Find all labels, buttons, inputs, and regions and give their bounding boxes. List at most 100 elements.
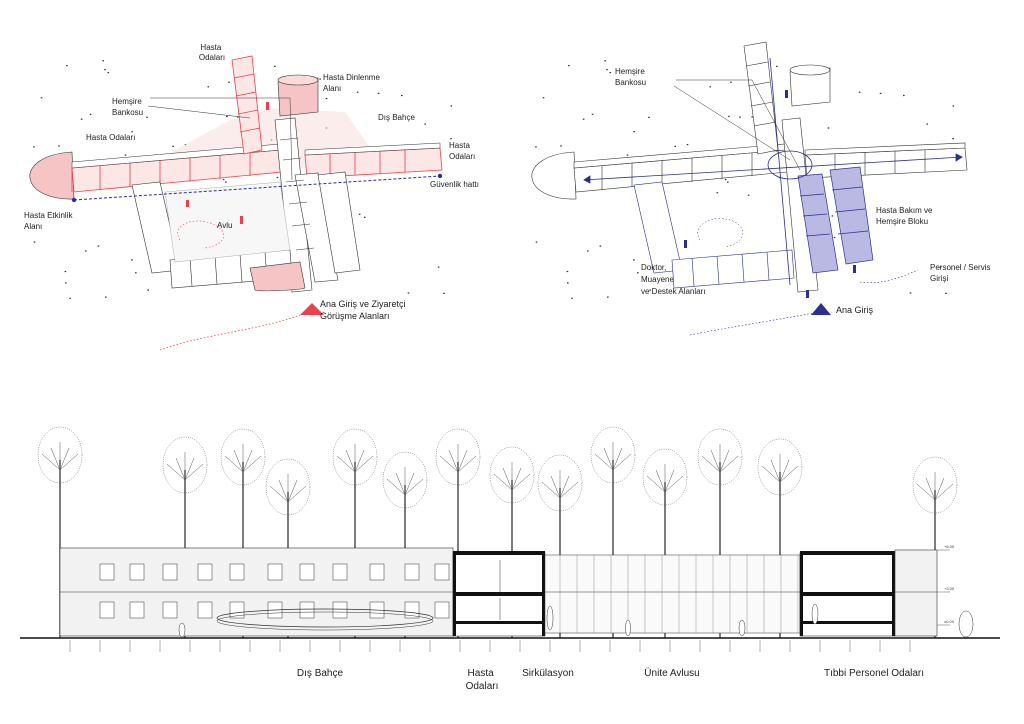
person-figure (240, 216, 243, 224)
tree-branch (779, 459, 790, 483)
tree-branch (175, 457, 186, 481)
scatter-dot (207, 86, 210, 88)
leader-lines-right (673, 79, 801, 171)
scatter-dot (172, 145, 174, 147)
scatter-dot (146, 116, 148, 118)
tree-branch (502, 467, 513, 491)
tree-branch (770, 459, 781, 483)
tree-canopy (642, 448, 688, 506)
scatter-dot (716, 192, 719, 194)
scatter-dot (228, 81, 230, 83)
scatter-dot (85, 250, 87, 252)
scatter-dot (730, 81, 732, 83)
scatter-dot (587, 250, 589, 252)
foundation-piles (69, 640, 911, 652)
label-main-entrance-visitor: Ana Giriş ve Ziyaretçi Görüşme Alanları (320, 299, 408, 321)
label-patient-rooms-right: Hasta Odaları (449, 141, 475, 161)
tree-branch (594, 453, 614, 471)
security-line-start (71, 197, 77, 203)
section-label-outer-garden: Dış Bahçe (297, 668, 344, 679)
tree-branch (59, 453, 79, 471)
scatter-dot (607, 296, 609, 298)
section-cut-patient-rooms (452, 551, 546, 637)
facade-window (162, 563, 178, 581)
scatter-dot (542, 97, 545, 99)
facade-window (369, 563, 385, 581)
scatter-dot (356, 91, 359, 93)
security-line-end (437, 173, 443, 179)
scatter-dot (66, 65, 68, 67)
north-wing-outline (743, 41, 779, 155)
tree-branch (404, 478, 424, 496)
scatter-dot (535, 146, 537, 148)
entry-path (159, 314, 301, 351)
tree-canopy (489, 446, 535, 504)
tree-branch (166, 463, 186, 481)
scatter-dot (89, 113, 92, 115)
tree-canopy (162, 436, 208, 494)
tree-branch (925, 477, 936, 501)
tree-canopy (37, 426, 83, 484)
tree-branch (457, 455, 477, 473)
scatter-dot (945, 292, 947, 294)
tree-canopy (912, 456, 958, 514)
scatter-dot (776, 65, 778, 67)
facade-window (404, 601, 420, 619)
scatter-dot (226, 115, 228, 117)
tree-branch (664, 475, 684, 493)
section-label-patient-rooms: Hasta Odaları (466, 668, 499, 692)
scatter-dot (858, 91, 861, 93)
tree-branch (511, 473, 531, 491)
tree-branch (287, 479, 298, 503)
scatter-dot (903, 94, 905, 97)
section-label-unit-courtyard: Ünite Avlusu (644, 667, 699, 679)
label-nurse-station-right: Hemşire Bankosu (615, 67, 647, 87)
scatter-dot (450, 138, 452, 140)
rest-area-outline (789, 64, 831, 107)
tree-branch (761, 465, 781, 483)
tree-canopy (265, 458, 311, 516)
service-path (859, 269, 919, 283)
leader-lines-left (147, 97, 293, 181)
facade-window (404, 563, 420, 581)
scatter-dot (363, 216, 366, 218)
facade-window (332, 601, 348, 619)
scatter-dot (102, 60, 104, 62)
scatter-dot (69, 297, 71, 299)
scatter-dot (124, 154, 127, 156)
scatter-dot (609, 72, 612, 74)
scatter-dot (739, 116, 741, 118)
tree-canopy (382, 451, 428, 509)
scatter-dot (135, 272, 137, 274)
tree-canopy (697, 428, 743, 486)
facade-window (129, 563, 145, 581)
scatter-dot (58, 145, 60, 147)
tree-branch (457, 449, 468, 473)
facade-window (229, 563, 245, 581)
tree-branch (511, 467, 522, 491)
scatter-dot (377, 92, 380, 94)
facade-window (197, 601, 213, 619)
tree-branch (395, 472, 406, 496)
care-nurse-block (797, 166, 874, 274)
facade-window (197, 563, 213, 581)
scatter-dot (274, 65, 276, 67)
label-nurse-station-left: Hemşire Bankosu (112, 97, 144, 117)
label-patient-activity: Hasta Etkinlik Alanı (24, 211, 75, 231)
scatter-dot (649, 289, 651, 291)
scatter-dot (926, 123, 928, 125)
scatter-dot (437, 266, 440, 268)
people-silhouettes (178, 603, 974, 638)
scatter-dot (591, 113, 594, 115)
label-patient-rooms-left: Hasta Odaları (86, 133, 135, 142)
scatter-dot (319, 78, 321, 80)
security-line (73, 175, 441, 201)
person-figure (853, 265, 856, 273)
label-outer-garden-left: Dış Bahçe (378, 113, 415, 122)
scatter-dot (648, 116, 650, 118)
scatter-dot (582, 118, 585, 120)
scatter-dot (104, 69, 106, 71)
scatter-dot (566, 270, 569, 273)
tree-branch (646, 475, 666, 493)
